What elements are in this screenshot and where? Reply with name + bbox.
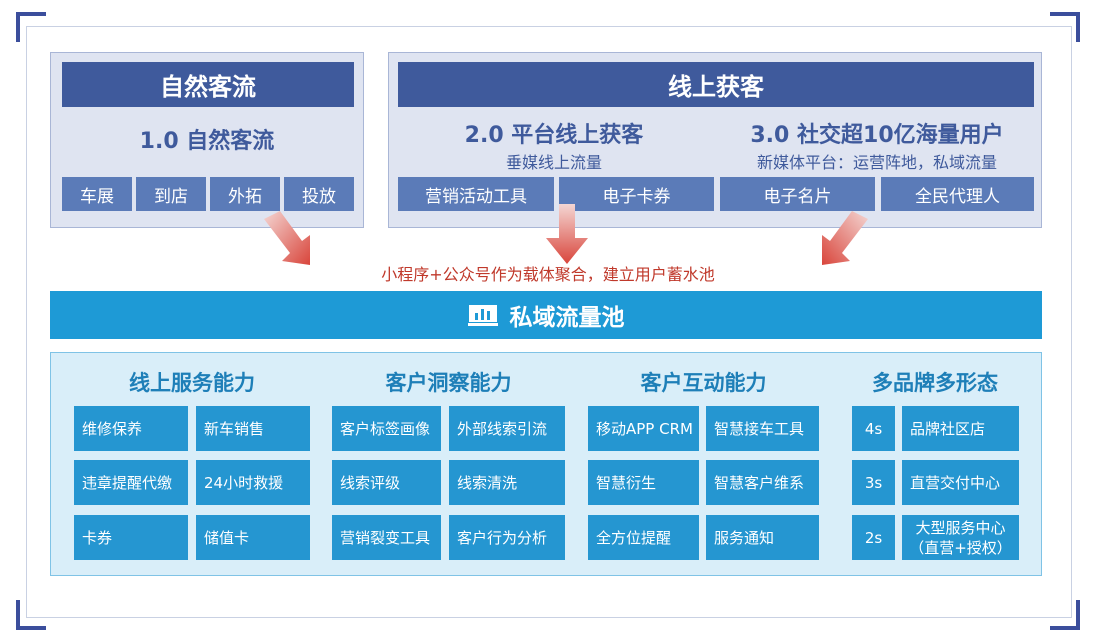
carrier-caption: 小程序+公众号作为载体聚合，建立用户蓄水池	[381, 265, 715, 284]
capability-item: 营销裂变工具	[332, 515, 441, 560]
capability-item: 智慧接车工具	[706, 406, 819, 451]
natural-traffic-header: 自然客流	[62, 62, 354, 107]
corner-bracket-top-right	[1050, 12, 1080, 42]
store-format-code: 3s	[852, 460, 895, 505]
arrow-down-right-icon	[264, 211, 310, 265]
store-format-name: 直营交付中心	[902, 460, 1019, 505]
arrow-down-left-icon	[822, 211, 868, 265]
platform-acquisition-note: 垂媒线上流量	[505, 153, 602, 172]
capabilities-panel: 线上服务能力 维修保养 新车销售 违章提醒代缴 24小时救援 卡券 储值卡 客户…	[50, 352, 1042, 576]
capability-item: 新车销售	[196, 406, 310, 451]
capability-item: 线索清洗	[449, 460, 565, 505]
online-chip: 电子卡券	[559, 177, 714, 211]
capability-group-title: 客户互动能力	[640, 371, 767, 395]
store-format-name: 品牌社区店	[902, 406, 1019, 451]
store-format-name-line2: （直营+授权）	[909, 538, 1012, 557]
private-traffic-pool-title: 私域流量池	[509, 305, 625, 331]
corner-bracket-bottom-left	[16, 600, 46, 630]
online-chip: 电子名片	[720, 177, 875, 211]
capability-group-title: 线上服务能力	[129, 371, 255, 395]
private-traffic-pool-bar: 私域流量池	[50, 291, 1042, 339]
platform-acquisition-title: 2.0 平台线上获客	[464, 123, 644, 148]
capability-item: 外部线索引流	[449, 406, 565, 451]
capability-item: 24小时救援	[196, 460, 310, 505]
store-format-code: 2s	[852, 515, 895, 560]
capability-item: 维修保养	[74, 406, 188, 451]
natural-traffic-subtitle: 1.0 自然客流	[139, 129, 275, 154]
capability-group-title: 多品牌多形态	[872, 371, 998, 395]
online-acquisition-header: 线上获客	[398, 62, 1034, 107]
corner-bracket-bottom-right	[1050, 600, 1080, 630]
capability-item: 智慧客户维系	[706, 460, 819, 505]
store-format-name-line1: 大型服务中心	[915, 518, 1006, 537]
online-acquisition-box: 线上获客 2.0 平台线上获客 垂媒线上流量 3.0 社交超10亿海量用户 新媒…	[388, 52, 1042, 228]
capability-item: 智慧衍生	[588, 460, 699, 505]
corner-bracket-top-left	[16, 12, 46, 42]
online-chip: 营销活动工具	[398, 177, 554, 211]
capability-item: 全方位提醒	[588, 515, 699, 560]
online-chip: 全民代理人	[881, 177, 1034, 211]
capability-item: 服务通知	[706, 515, 819, 560]
natural-chip: 到店	[136, 177, 206, 211]
arrow-down-icon	[546, 204, 588, 264]
natural-chip: 投放	[284, 177, 354, 211]
capability-item: 储值卡	[196, 515, 310, 560]
capability-group-title: 客户洞察能力	[385, 371, 512, 395]
social-acquisition-note: 新媒体平台：运营阵地，私域流量	[756, 153, 997, 172]
social-acquisition-title: 3.0 社交超10亿海量用户	[750, 123, 1004, 148]
natural-chip: 外拓	[210, 177, 280, 211]
capability-item: 客户行为分析	[449, 515, 565, 560]
natural-traffic-box: 自然客流 1.0 自然客流 车展 到店 外拓 投放	[50, 52, 364, 228]
natural-chip: 车展	[62, 177, 132, 211]
capability-item: 线索评级	[332, 460, 441, 505]
capability-item: 客户标签画像	[332, 406, 441, 451]
store-format-code: 4s	[852, 406, 895, 451]
store-format-name: 大型服务中心 （直营+授权）	[902, 515, 1019, 560]
capability-item: 卡券	[74, 515, 188, 560]
capability-item: 违章提醒代缴	[74, 460, 188, 505]
chart-icon	[467, 305, 498, 326]
capability-item: 移动APP CRM	[588, 406, 699, 451]
outer-frame	[26, 26, 1072, 618]
